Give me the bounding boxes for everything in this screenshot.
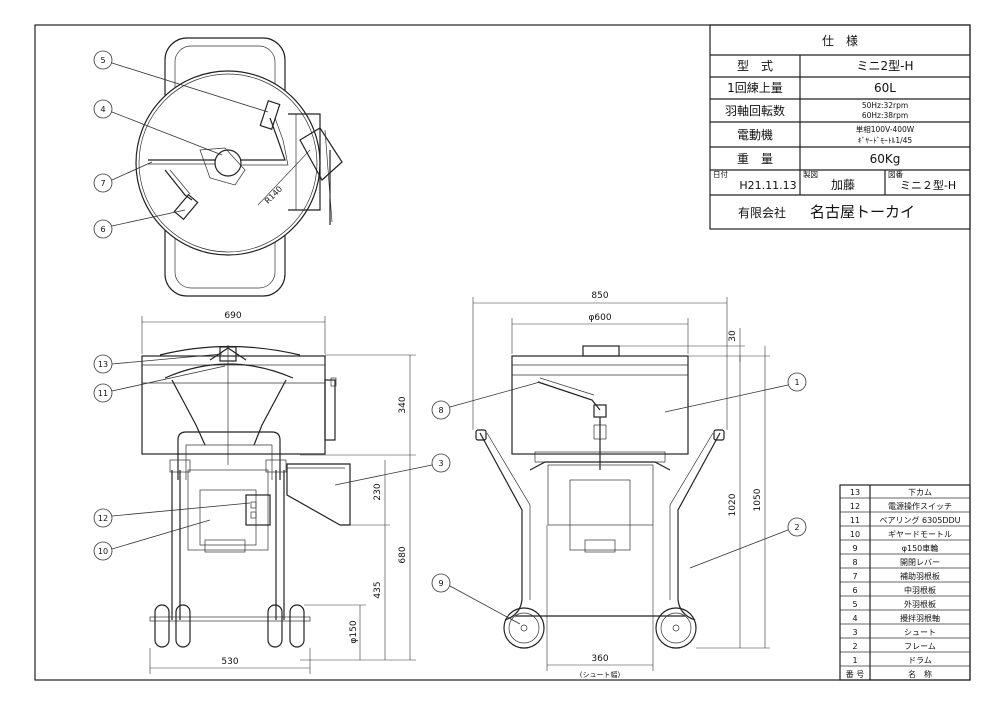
callout-5: 5 [100, 56, 105, 65]
callout-10: 10 [98, 547, 108, 556]
top-view: R140 [135, 37, 343, 297]
maker-value: 加藤 [831, 178, 855, 192]
dim-side-chute-h: 230 [373, 483, 383, 500]
callout-11: 11 [98, 389, 108, 398]
spec-table: 仕 様 型 式 ミニ2型-H 1回練上量 60L 羽軸回転数 50Hz:32rp… [709, 24, 971, 230]
callout-7: 7 [100, 179, 105, 188]
part-no-3: 3 [852, 628, 857, 637]
callout-2: 2 [794, 523, 799, 532]
dim-side-base-h: 435 [373, 581, 383, 598]
part-no-10: 10 [850, 530, 860, 539]
dim-side-total-h: 680 [398, 546, 408, 563]
spec-label-weight: 重 量 [737, 152, 773, 166]
callout-9: 9 [438, 579, 443, 588]
dim-side-width: 690 [224, 311, 241, 321]
side-view: 690 340 230 680 435 φ150 530 [141, 311, 416, 674]
drawing-no-label: 図番 [888, 169, 903, 179]
parts-header-no: 番 号 [846, 669, 865, 679]
callout-8: 8 [438, 406, 443, 415]
part-no-11: 11 [850, 516, 860, 525]
part-name-4: 攪拌羽根軸 [900, 613, 940, 623]
dim-front-drum: φ600 [588, 313, 611, 323]
parts-header-name: 名 称 [908, 669, 932, 679]
drawing-no-value: ミニ２型-H [900, 178, 956, 192]
part-name-13: 下カム [908, 488, 932, 497]
dim-front-width: 850 [591, 291, 608, 301]
part-no-5: 5 [852, 600, 857, 609]
callout-12: 12 [98, 514, 108, 523]
spec-label-rpm: 羽軸回転数 [725, 103, 785, 118]
part-name-5: 外羽根板 [904, 599, 936, 609]
part-name-2: フレーム [904, 642, 936, 651]
company-name: 名古屋トーカイ [810, 203, 915, 221]
part-name-10: ギヤードモートル [888, 530, 952, 539]
dim-front-chute-w: 360 [591, 654, 608, 664]
dim-side-wheel: φ150 [349, 620, 359, 643]
dim-side-top-h: 340 [398, 396, 408, 413]
spec-label-motor: 電動機 [737, 127, 773, 142]
part-name-7: 補助羽根板 [900, 571, 940, 581]
callout-1: 1 [794, 378, 799, 387]
spec-value-rpm-50: 50Hz:32rpm [862, 101, 908, 110]
maker-label: 製図 [803, 169, 818, 179]
company-prefix: 有限会社 [738, 205, 786, 220]
spec-value-motor-power: 単相100V-400W [856, 124, 915, 134]
part-no-2: 2 [852, 642, 857, 651]
part-no-4: 4 [852, 614, 857, 623]
part-name-11: ベアリング 6305DDU [879, 515, 960, 525]
part-no-8: 8 [852, 558, 857, 567]
date-label: 日付 [713, 169, 728, 179]
dim-front-h1: 1020 [728, 493, 738, 516]
sheet-border [34, 24, 971, 681]
part-name-6: 中羽根板 [904, 585, 936, 595]
spec-label-capacity: 1回練上量 [727, 81, 783, 95]
spec-value-motor-type: ｷﾞﾔｰﾄﾞﾓｰﾄﾙ1/45 [858, 136, 913, 145]
parts-table: 13 下カム 12 電源操作スイッチ 11 ベアリング 6305DDU 10 ギ… [839, 484, 971, 681]
part-no-6: 6 [852, 586, 857, 595]
part-no-13: 13 [850, 488, 860, 497]
dim-front-chute-note: (シュート幅) [580, 670, 621, 679]
dim-front-lid: 30 [728, 330, 738, 342]
part-name-1: ドラム [908, 656, 932, 665]
callout-13: 13 [98, 360, 108, 369]
date-value: H21.11.13 [739, 179, 796, 192]
part-name-8: 開閉レバー [900, 558, 940, 567]
part-name-3: シュート [904, 628, 936, 637]
front-view: 850 φ600 30 1020 1050 360 (シュート幅) [472, 291, 770, 679]
spec-value-rpm-60: 60Hz:38rpm [862, 111, 908, 120]
callout-4: 4 [100, 105, 105, 114]
dim-side-base-w: 530 [221, 657, 238, 667]
spec-value-weight: 60Kg [870, 152, 901, 166]
spec-value-model: ミニ2型-H [857, 59, 914, 73]
spec-label-model: 型 式 [737, 59, 773, 73]
part-name-9: φ150車輪 [902, 543, 939, 553]
spec-title: 仕 様 [822, 34, 858, 48]
part-no-12: 12 [850, 502, 860, 511]
callouts: 5 4 7 6 13 11 12 10 3 8 9 [93, 50, 807, 625]
part-name-12: 電源操作スイッチ [888, 501, 952, 511]
callout-6: 6 [100, 225, 105, 234]
part-no-7: 7 [852, 572, 857, 581]
part-no-1: 1 [852, 656, 857, 665]
part-no-9: 9 [852, 544, 857, 553]
callout-3: 3 [438, 459, 443, 468]
dim-front-h2: 1050 [753, 488, 763, 511]
spec-value-capacity: 60L [874, 81, 896, 95]
